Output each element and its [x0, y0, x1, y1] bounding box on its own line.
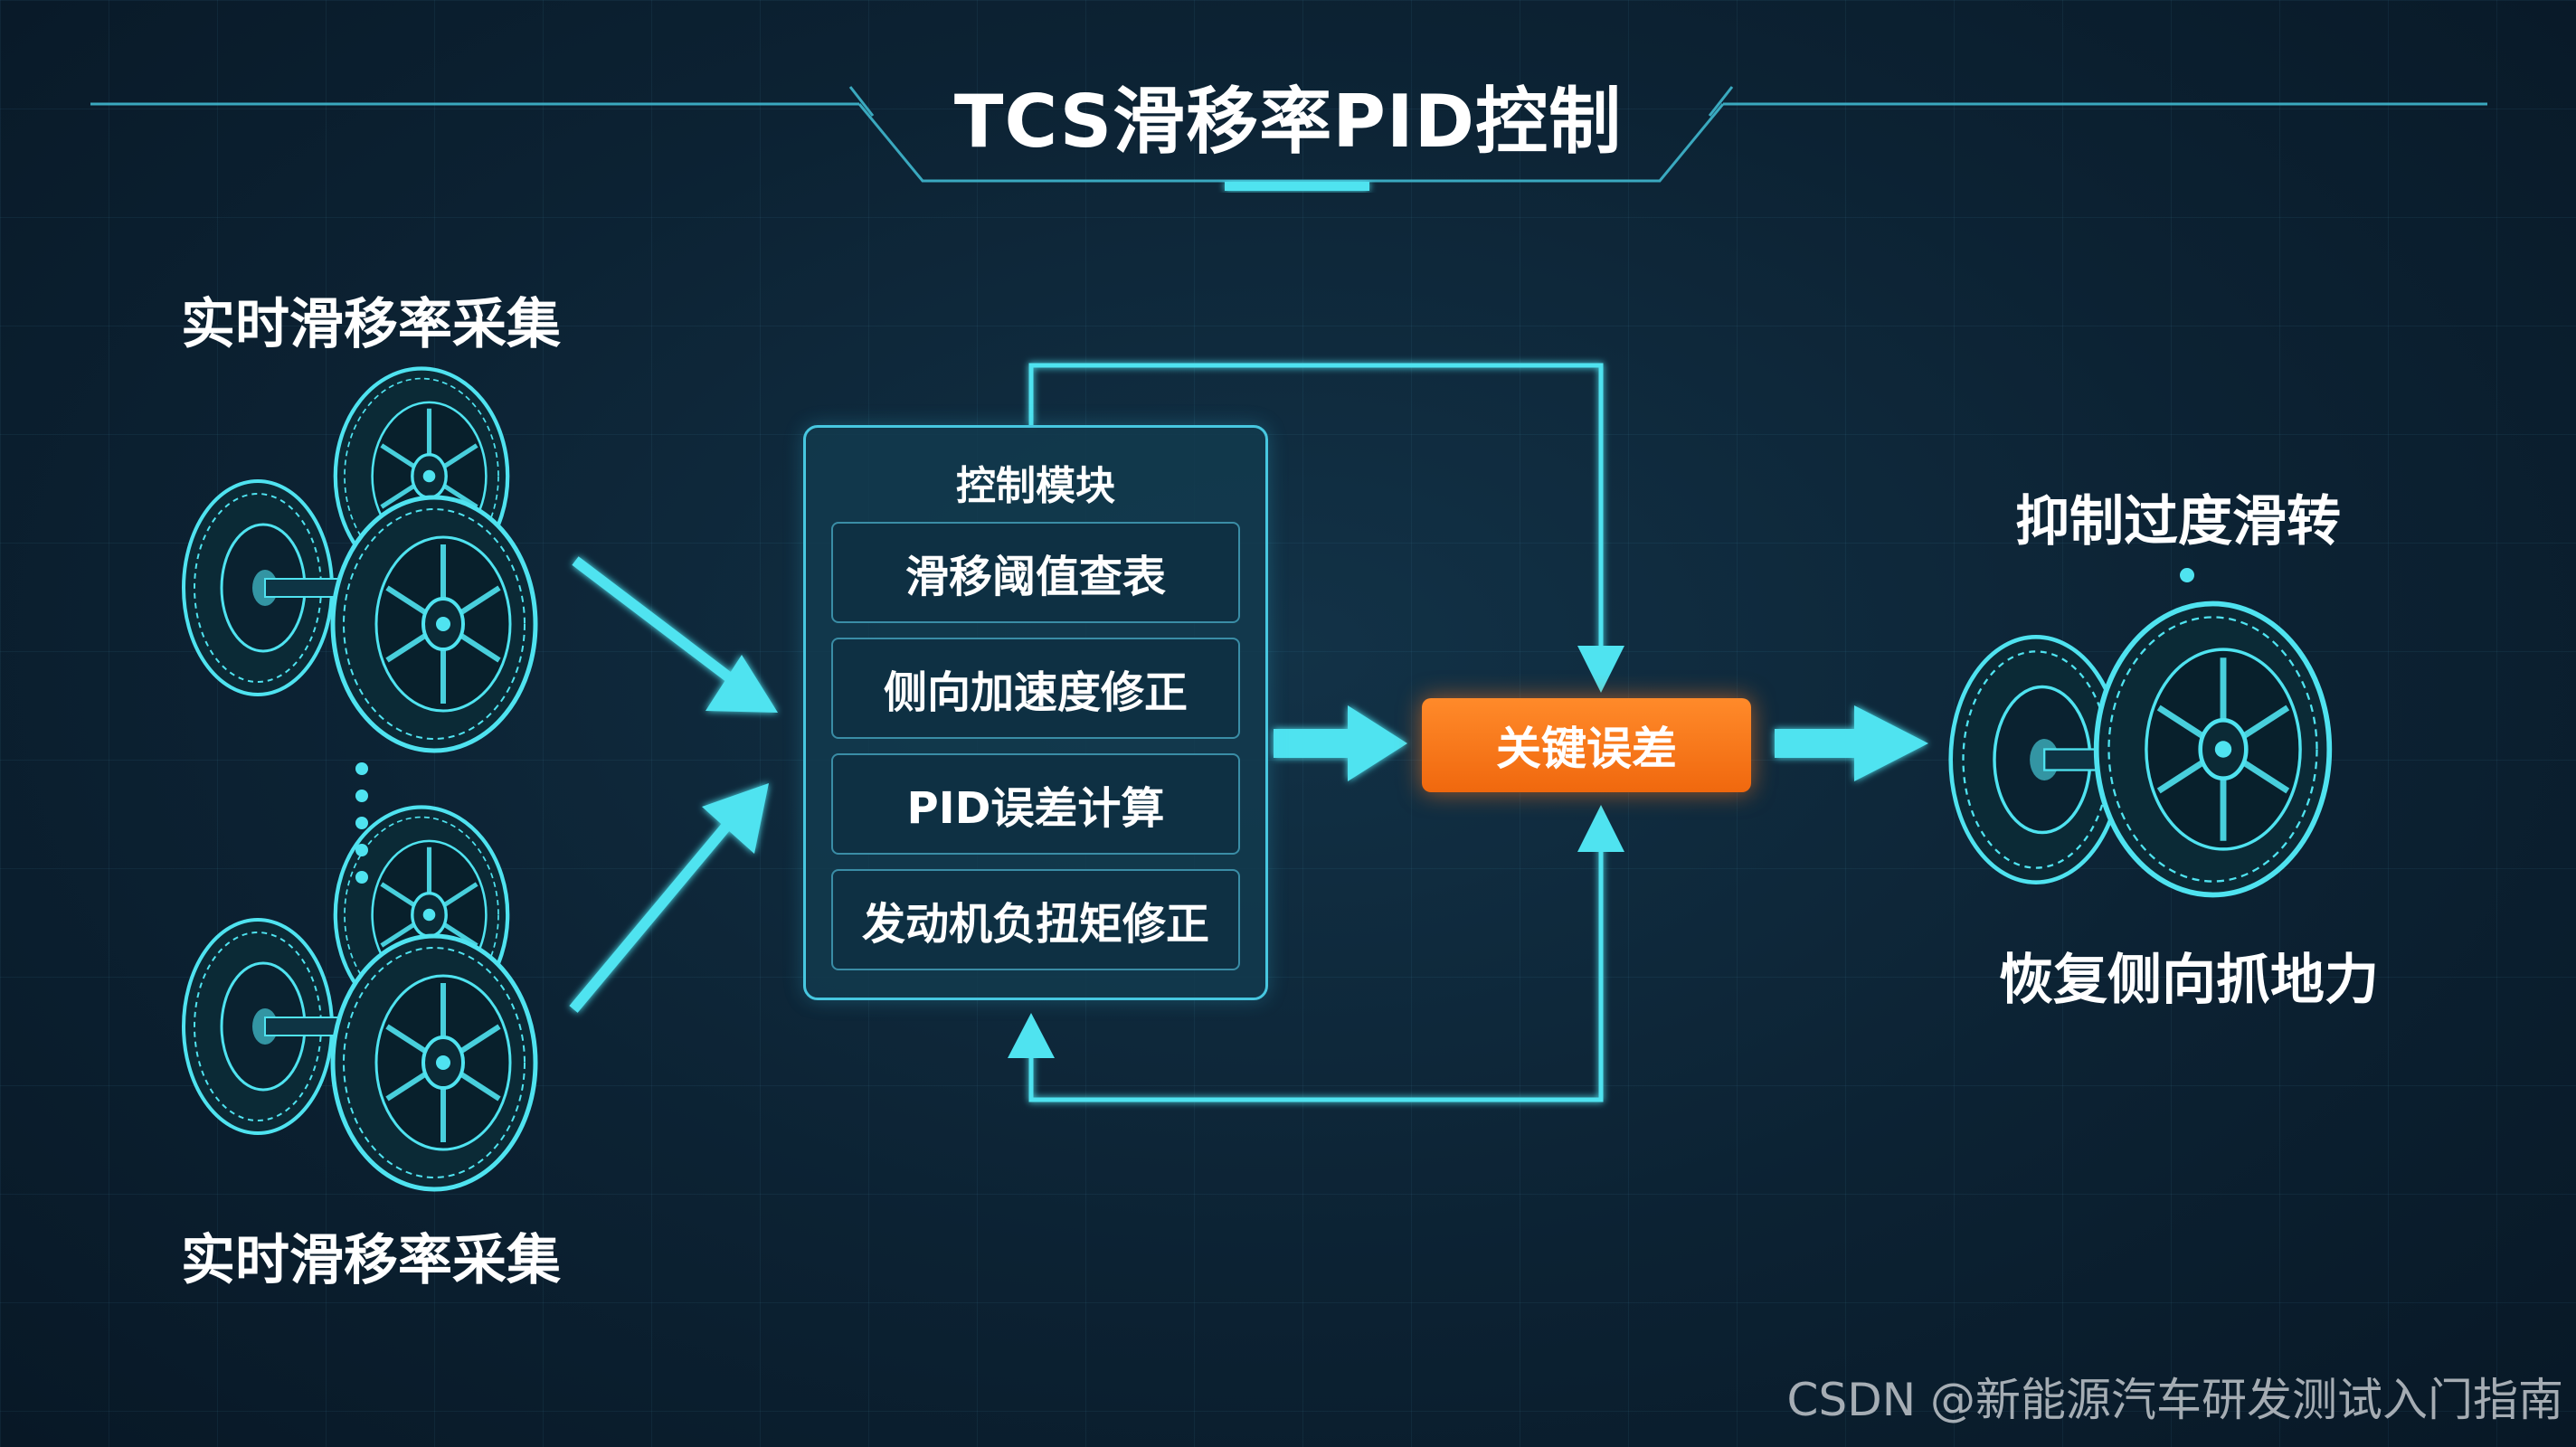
feedback-arrowhead-bottom-left — [1008, 1013, 1055, 1058]
tire-pair-icon — [182, 808, 535, 1190]
ellipsis-dots — [355, 762, 368, 884]
feedback-arrowhead-top — [1577, 646, 1624, 693]
arrow-to-output — [1775, 705, 1928, 781]
watermark: CSDN @新能源汽车研发测试入门指南 — [1786, 1374, 2563, 1426]
step-slip-threshold-lookup: 滑移阈值查表 — [831, 522, 1240, 623]
title-frame — [90, 86, 2487, 183]
feedback-loop-top — [1028, 363, 1604, 660]
right-bottom-label: 恢复侧向抓地力 — [1999, 949, 2379, 1012]
tire-pair-icon — [182, 369, 535, 752]
input-arrow-bottom — [569, 783, 769, 1013]
bullet-dot — [2180, 568, 2194, 582]
left-top-label: 实时滑移率采集 — [181, 293, 561, 356]
tire-pair-icon — [1951, 604, 2330, 895]
step-engine-torque-correction: 发动机负扭矩修正 — [831, 869, 1240, 970]
arrow-to-key-error — [1274, 705, 1407, 781]
left-bottom-label: 实时滑移率采集 — [181, 1229, 561, 1292]
control-module-panel: 控制模块 滑移阈值查表 侧向加速度修正 PID误差计算 发动机负扭矩修正 — [803, 425, 1268, 1000]
control-module-title: 控制模块 — [956, 463, 1115, 509]
step-pid-error-calc: PID误差计算 — [831, 753, 1240, 855]
feedback-arrowhead-bottom-right — [1577, 805, 1624, 852]
input-arrow-top — [572, 556, 778, 713]
right-top-label: 抑制过度滑转 — [2015, 490, 2341, 553]
page-title: TCS滑移率PID控制 — [953, 80, 1623, 164]
key-error-box: 关键误差 — [1422, 698, 1751, 792]
title-underline — [1225, 182, 1369, 191]
step-lateral-accel-correction: 侧向加速度修正 — [831, 638, 1240, 739]
feedback-loop-bottom — [1028, 832, 1604, 1102]
